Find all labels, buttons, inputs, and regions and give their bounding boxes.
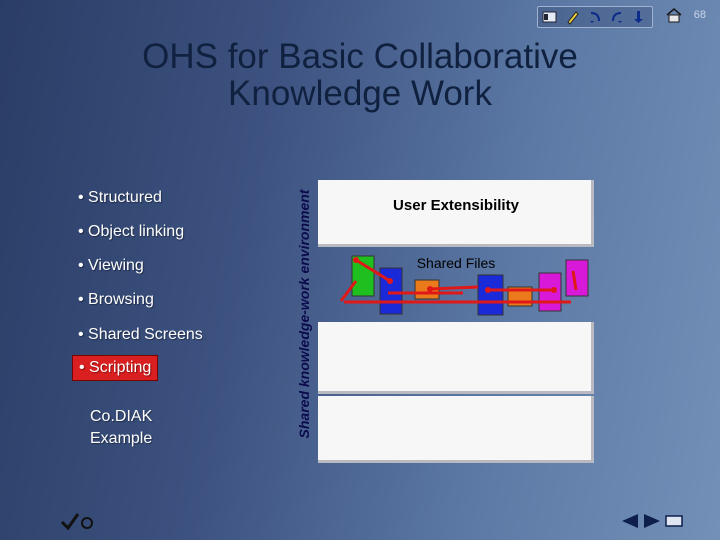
checkmark-pen-icon[interactable]	[60, 512, 96, 535]
pen-icon[interactable]	[563, 8, 583, 26]
user-extensibility-panel	[318, 180, 594, 247]
link-anchor-b	[387, 278, 393, 284]
codiak-example-link[interactable]: Co.DIAK Example	[90, 406, 152, 450]
bullet-list: • Structured • Object linking • Viewing …	[72, 186, 277, 381]
link-anchor-a	[353, 257, 359, 263]
toolbar-group	[537, 6, 653, 28]
home-icon[interactable]	[664, 6, 684, 24]
slide-list-icon[interactable]	[541, 8, 561, 26]
play-icon[interactable]	[629, 8, 649, 26]
bullet-object-linking: • Object linking	[78, 223, 185, 240]
example-line-1: Co.DIAK	[90, 408, 153, 425]
screen-icon[interactable]	[664, 514, 684, 533]
slide-number: 68	[693, 9, 706, 21]
file-block-blue-right	[477, 274, 504, 316]
slide-navigation	[620, 512, 684, 535]
empty-panel-lower	[318, 322, 594, 394]
step-back-icon[interactable]	[585, 8, 605, 26]
link-anchor-e	[551, 287, 557, 293]
slide-title: OHS for Basic Collaborative Knowledge Wo…	[142, 37, 578, 113]
link-anchor-d	[485, 287, 491, 293]
file-block-blue-left	[379, 267, 403, 315]
link-lines	[339, 258, 578, 304]
environment-label: Shared knowledge-work environment	[296, 189, 312, 438]
bullet-scripting-highlighted[interactable]: • Scripting	[72, 355, 159, 381]
environment-diagram: User Extensibility Shared Files	[318, 180, 594, 463]
previous-slide-icon[interactable]	[620, 512, 640, 535]
bullet-structured: • Structured	[78, 189, 162, 206]
slideshow-toolbar	[537, 6, 653, 28]
bullet-browsing: • Browsing	[78, 291, 154, 308]
next-slide-icon[interactable]	[642, 512, 662, 535]
shared-files-graphic	[339, 255, 589, 316]
file-block-magenta-right	[565, 259, 589, 297]
empty-panel-bottom	[318, 396, 594, 463]
step-forward-icon[interactable]	[607, 8, 627, 26]
vertical-label-container: Shared knowledge-work environment	[287, 150, 321, 477]
user-extensibility-label: User Extensibility	[393, 197, 519, 214]
file-block-magenta-left	[538, 272, 562, 312]
link-anchor-c	[427, 286, 433, 292]
bullet-shared-screens: • Shared Screens	[78, 326, 203, 343]
shared-files-label: Shared Files	[416, 255, 496, 271]
bullet-viewing: • Viewing	[78, 257, 144, 274]
example-line-2: Example	[90, 430, 153, 447]
